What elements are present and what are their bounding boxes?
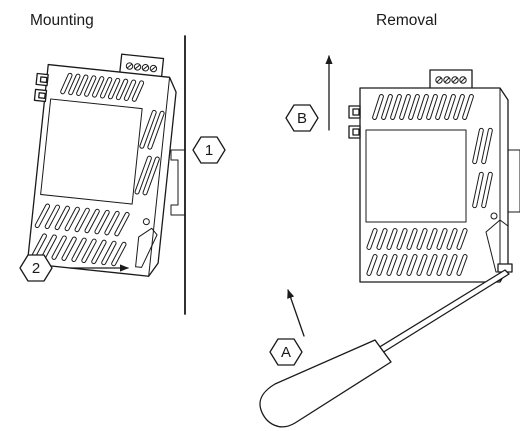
- step-b-badge: B: [285, 104, 319, 132]
- bottom-vents: [31, 203, 130, 267]
- svg-text:A: A: [281, 344, 291, 361]
- rail-clip: [507, 149, 520, 213]
- terminal-screws: [435, 76, 467, 84]
- mounting-title: Mounting: [30, 12, 94, 29]
- svg-text:2: 2: [32, 260, 40, 277]
- removal-scene: B: [259, 55, 520, 428]
- fiber-ports: [33, 72, 49, 103]
- svg-text:1: 1: [205, 142, 213, 159]
- top-vents: [60, 72, 145, 102]
- top-vents: [372, 94, 474, 120]
- step-2-badge: 2: [19, 254, 53, 282]
- pry-arrow: [287, 289, 305, 337]
- mounting-scene: 1 2: [19, 35, 226, 315]
- step-1-badge: 1: [192, 136, 226, 164]
- mounting-device: [26, 53, 177, 277]
- label-window: [365, 129, 467, 223]
- removal-title: Removal: [376, 12, 437, 29]
- label-window: [40, 98, 143, 205]
- latch: [135, 227, 158, 268]
- rail-clip: [170, 149, 186, 216]
- latch: [485, 219, 509, 273]
- terminal-screws: [125, 62, 158, 73]
- removal-device: [348, 69, 520, 283]
- step-a-badge: A: [269, 338, 303, 366]
- bottom-vents: [366, 228, 468, 276]
- screwdriver: [259, 269, 510, 428]
- side-vents: [134, 109, 165, 196]
- side-vents: [472, 127, 493, 209]
- screwdriver-handle: [259, 339, 392, 428]
- fiber-ports: [348, 105, 361, 139]
- svg-text:B: B: [297, 110, 307, 127]
